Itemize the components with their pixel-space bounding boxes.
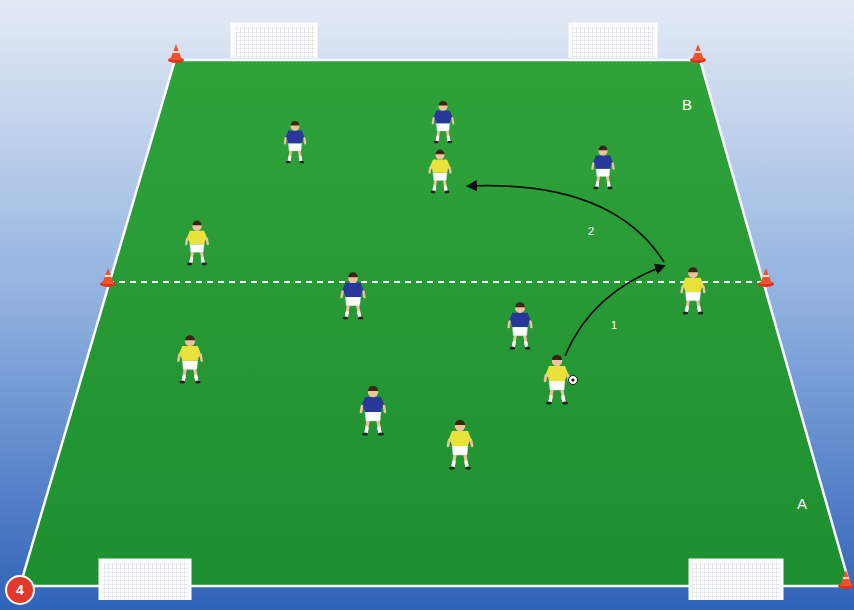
area-letter: A	[797, 496, 807, 511]
page-number-badge: 4	[5, 575, 35, 605]
goals-bottom	[100, 560, 782, 600]
goals-top	[232, 24, 656, 58]
pass-arrow	[468, 186, 664, 262]
players-yellow	[178, 150, 704, 470]
pitch	[20, 60, 850, 586]
page-number: 4	[16, 582, 24, 598]
players-blue	[285, 101, 614, 436]
ball	[569, 376, 578, 385]
pass-number: 2	[588, 226, 594, 237]
pass-number: 1	[611, 320, 617, 331]
pass-arrow	[565, 266, 664, 356]
halfway-line	[108, 281, 765, 283]
area-letter: B	[682, 97, 692, 112]
cones	[100, 44, 854, 589]
